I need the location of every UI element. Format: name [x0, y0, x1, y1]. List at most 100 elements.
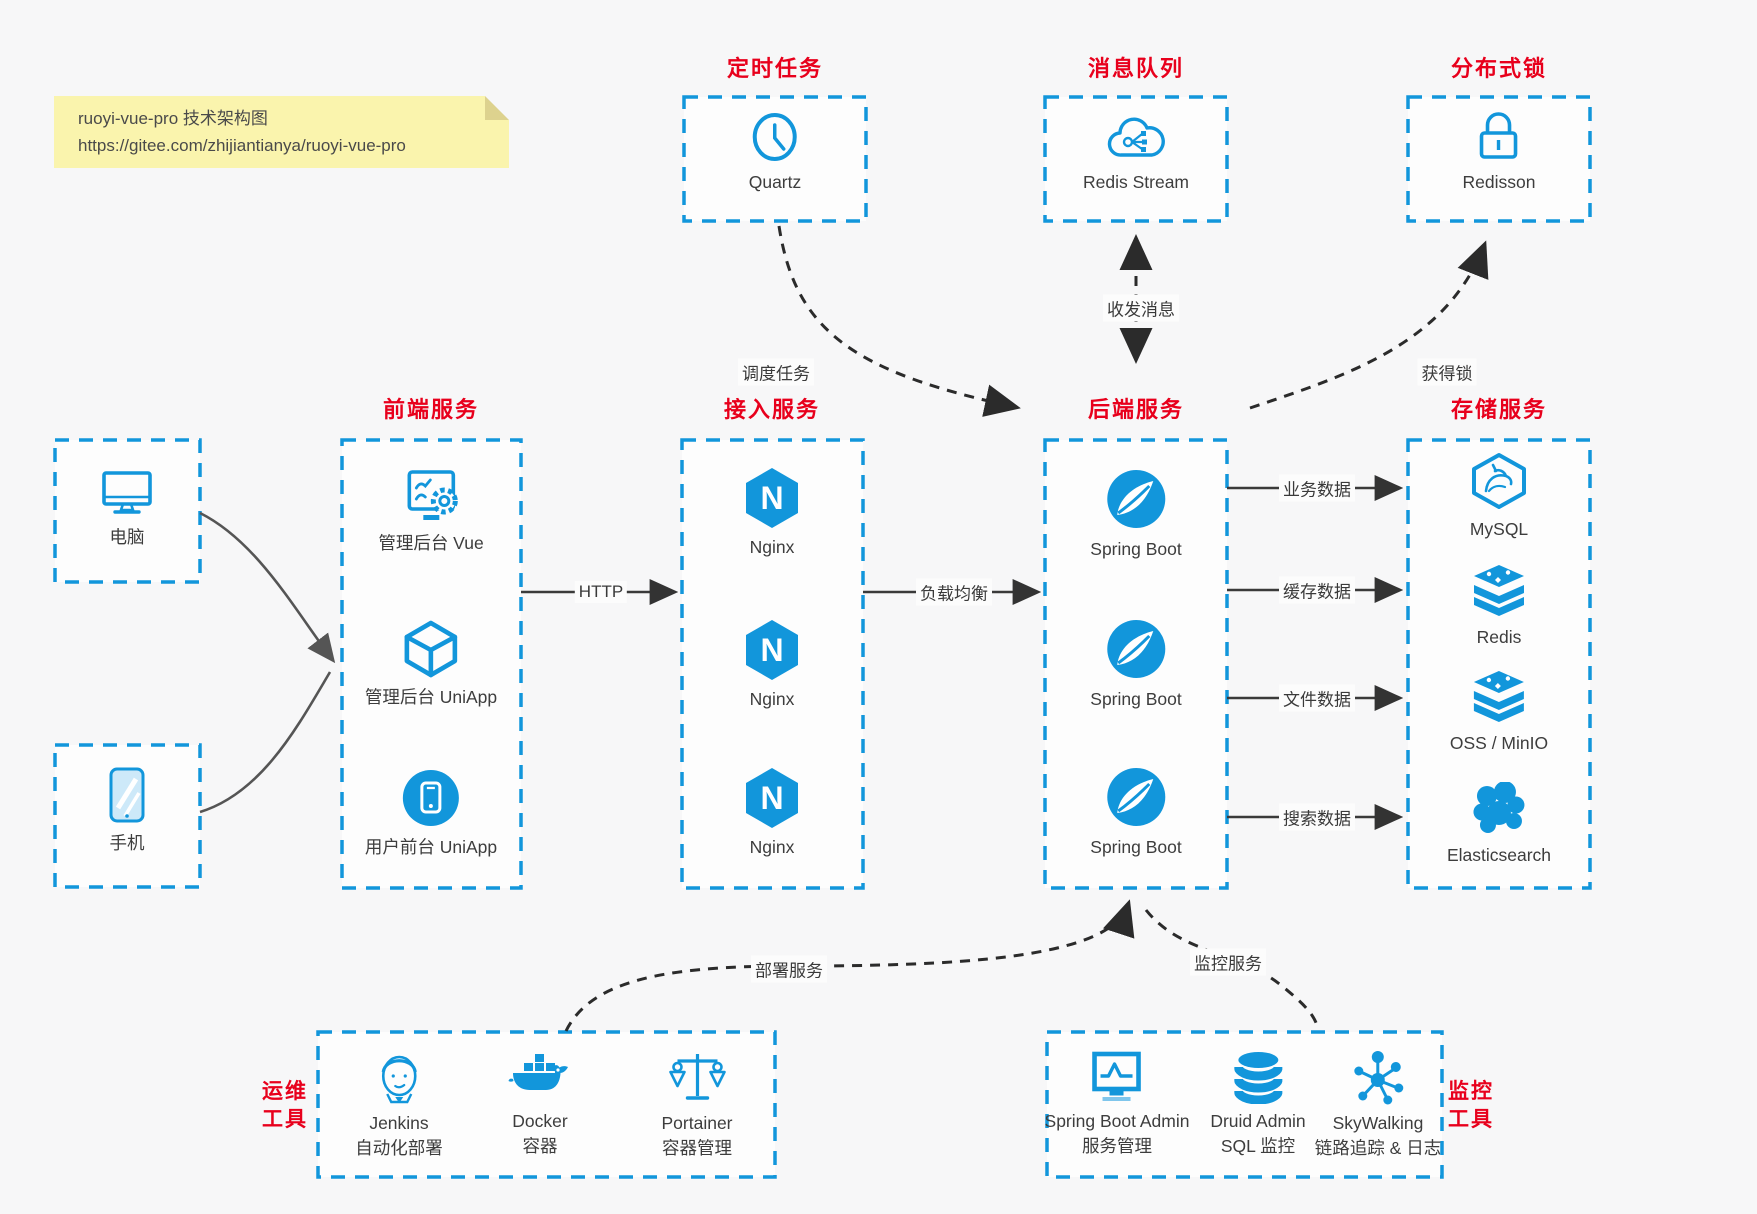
node-label: Nginx [749, 537, 795, 557]
node-label: Spring Boot [1090, 539, 1182, 559]
title-storage-services: 存储服务 [1450, 397, 1548, 422]
scheduled-task-box [682, 95, 868, 223]
redis-stack-icon [1474, 565, 1524, 616]
node-docker: Docker 容器 [508, 1052, 572, 1159]
cloud-stream-icon [1107, 117, 1165, 157]
node-redis: Redis [1470, 564, 1528, 650]
edge-label-acquire-lock: 获得锁 [1417, 358, 1477, 386]
admin-dashboard-icon [407, 470, 458, 520]
node-nginx-1: N Nginx [743, 466, 801, 560]
schedule-task-arrow [777, 225, 1021, 417]
tool-desc: 容器 [522, 1136, 558, 1156]
edge-label-schedule-task: 调度任务 [738, 358, 814, 386]
skywalking-network-icon [1354, 1051, 1404, 1105]
acquire-lock-arrow [1249, 240, 1489, 410]
node-label: Nginx [749, 837, 795, 857]
node-skywalking: SkyWalking 链路追踪 & 日志 [1315, 1050, 1441, 1161]
uniapp-cube-icon [404, 620, 458, 678]
node-label: Spring Boot [1090, 837, 1182, 857]
deploy-service-arrow [564, 899, 1135, 1032]
node-springboot-2: Spring Boot [1090, 618, 1182, 712]
node-quartz: Quartz [748, 111, 802, 195]
elasticsearch-icon [1473, 782, 1525, 833]
nginx-icon: N [746, 468, 798, 528]
node-label: Redisson [1462, 172, 1536, 192]
note-url: https://gitee.com/zhijiantianya/ruoyi-vu… [78, 136, 406, 155]
tool-desc: SQL 监控 [1220, 1136, 1296, 1156]
lock-icon [1480, 112, 1518, 159]
edge-label-http: HTTP [574, 581, 628, 603]
oss-stack-icon [1474, 671, 1524, 722]
edge-label-business-data: 业务数据 [1279, 474, 1355, 502]
node-springboot-3: Spring Boot [1090, 766, 1182, 860]
monitor-chart-icon [1092, 1051, 1142, 1101]
node-admin-vue: 管理后台 Vue [378, 468, 484, 556]
node-nginx-3: N Nginx [743, 766, 801, 860]
note-title: ruoyi-vue-pro 技术架构图 [78, 109, 268, 128]
database-icon [1233, 1052, 1282, 1104]
tool-name: Jenkins [369, 1113, 429, 1133]
tool-name: Docker [512, 1111, 568, 1131]
edge-label-load-balance: 负载均衡 [916, 578, 992, 606]
title-distributed-lock: 分布式锁 [1450, 56, 1548, 81]
ops-tools-box [316, 1030, 777, 1179]
title-backend-services: 后端服务 [1087, 397, 1185, 422]
title-message-queue: 消息队列 [1087, 56, 1185, 81]
clock-icon [753, 113, 797, 161]
node-redis-stream: Redis Stream [1083, 115, 1189, 195]
node-spring-boot-admin: Spring Boot Admin 服务管理 [1045, 1050, 1189, 1159]
node-label: 电脑 [109, 527, 145, 547]
node-druid-admin: Druid Admin SQL 监控 [1210, 1050, 1306, 1159]
node-label: Nginx [749, 689, 795, 709]
portainer-scales-icon [668, 1054, 726, 1100]
edge-label-send-receive-message: 收发消息 [1103, 294, 1179, 322]
nginx-icon: N [746, 620, 798, 680]
node-label: OSS / MinIO [1449, 733, 1549, 753]
node-nginx-2: N Nginx [743, 618, 801, 712]
title-ops-tools: 运维 工具 [262, 1080, 308, 1131]
distributed-lock-box [1406, 95, 1592, 223]
spring-boot-icon [1106, 620, 1165, 678]
node-jenkins: Jenkins 自动化部署 [355, 1050, 443, 1161]
tool-name: SkyWalking [1332, 1113, 1424, 1133]
edge-label-deploy-service: 部署服务 [751, 955, 827, 983]
edge-label-file-data: 文件数据 [1279, 684, 1355, 712]
node-mysql: MySQL [1469, 452, 1529, 542]
node-label: Redis Stream [1082, 172, 1190, 192]
tool-desc: 服务管理 [1081, 1136, 1152, 1156]
node-admin-uniapp: 管理后台 UniApp [365, 620, 497, 710]
node-label: Elasticsearch [1446, 845, 1552, 865]
svg-text:N: N [760, 480, 783, 516]
node-elasticsearch: Elasticsearch [1447, 782, 1551, 868]
tool-desc: 容器管理 [661, 1138, 732, 1158]
sticky-note: ruoyi-vue-pro 技术架构图 https://gitee.com/zh… [54, 96, 509, 168]
node-computer: 电脑 [98, 468, 156, 550]
docker-icon [508, 1054, 568, 1090]
phone-to-frontend-arrow [199, 671, 332, 814]
spring-boot-icon [1106, 768, 1165, 826]
title-frontend-services: 前端服务 [382, 397, 480, 422]
node-label: Spring Boot [1090, 689, 1182, 709]
node-label: Quartz [748, 172, 802, 192]
node-label: 管理后台 UniApp [364, 687, 498, 707]
node-label: MySQL [1469, 519, 1529, 539]
mysql-icon [1472, 453, 1526, 509]
tool-name: Portainer [661, 1113, 733, 1133]
node-redisson: Redisson [1462, 109, 1536, 195]
computer-to-frontend-arrow [199, 511, 336, 664]
tool-name: Druid Admin [1210, 1111, 1306, 1131]
jenkins-icon [381, 1055, 417, 1104]
node-user-uniapp: 用户前台 UniApp [365, 768, 497, 860]
svg-text:N: N [760, 632, 783, 668]
tool-desc: 链路追踪 & 日志 [1314, 1138, 1442, 1158]
node-oss-minio: OSS / MinIO [1450, 670, 1548, 756]
edge-label-monitor-service: 监控服务 [1190, 948, 1266, 976]
node-label: 管理后台 Vue [378, 533, 484, 553]
tool-desc: 自动化部署 [355, 1138, 443, 1158]
phone-icon [109, 767, 145, 823]
desktop-icon [102, 471, 152, 514]
node-label: 手机 [109, 833, 145, 853]
title-scheduled-task: 定时任务 [726, 56, 824, 81]
svg-text:N: N [760, 780, 783, 816]
